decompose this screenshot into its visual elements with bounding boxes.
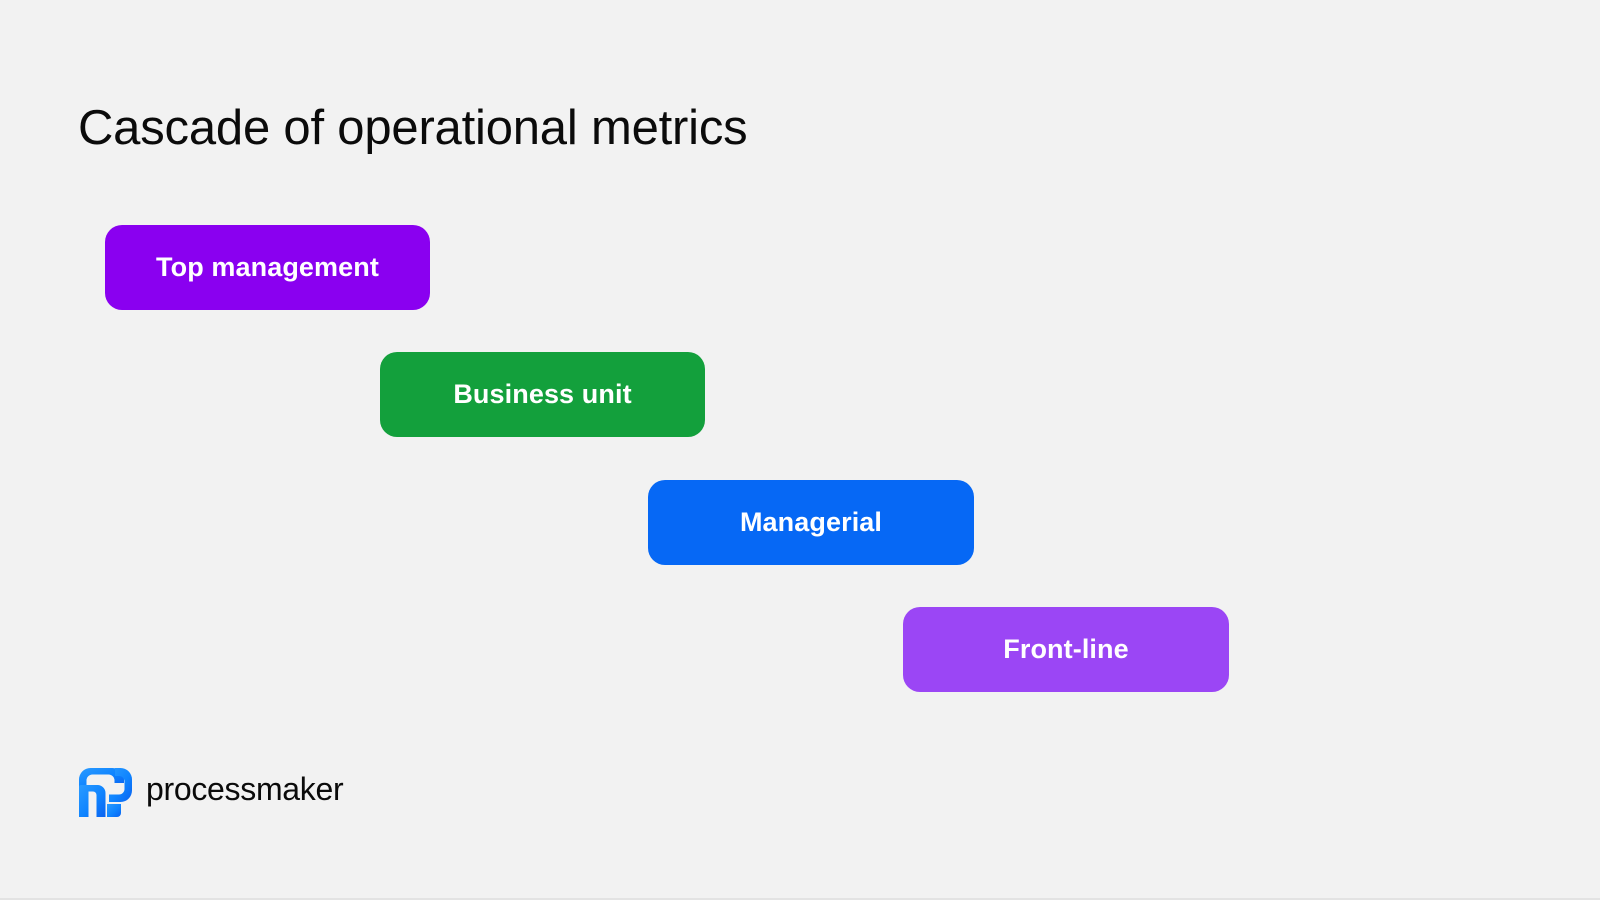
cascade-step-label: Managerial (739, 507, 883, 537)
cascade-step-managerial[interactable]: Managerial (648, 480, 974, 565)
page-title: Cascade of operational metrics (78, 100, 748, 155)
processmaker-wordmark: processmaker (146, 770, 344, 807)
bottom-divider (0, 898, 1600, 900)
cascade-step-label: Top management (156, 252, 379, 282)
processmaker-logo: processmaker (79, 760, 344, 817)
processmaker-logo-icon (79, 768, 132, 817)
cascade-step-label: Business unit (453, 379, 632, 409)
cascade-step-label: Front-line (1003, 634, 1129, 664)
cascade-step-top-management[interactable]: Top management (105, 225, 430, 310)
cascade-step-front-line[interactable]: Front-line (903, 607, 1229, 692)
cascade-step-business-unit[interactable]: Business unit (380, 352, 705, 437)
